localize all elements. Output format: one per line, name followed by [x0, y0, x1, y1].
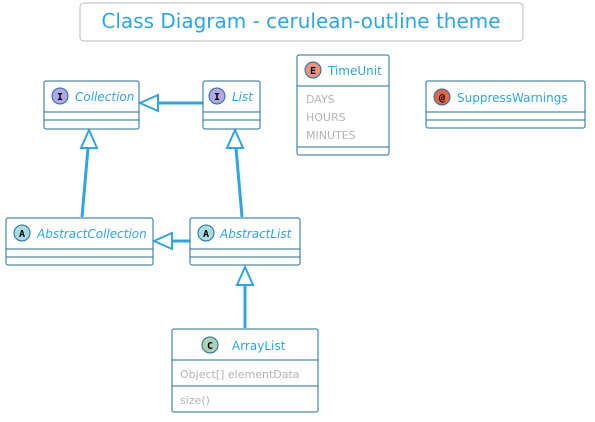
class-box: [296, 54, 390, 156]
interface-badge-icon: [51, 87, 69, 105]
arrowhead-list-collection: [137, 93, 159, 113]
annotation-badge-icon: [433, 88, 451, 106]
edge-abstractlist-list: [234, 147, 244, 218]
arrowhead-arraylist-abstractlist: [235, 264, 255, 286]
relations: [79, 93, 255, 328]
field: Object[] elementData: [180, 368, 300, 381]
class-box: [189, 217, 301, 266]
class-box: [5, 217, 154, 266]
abstract-badge-icon: [13, 224, 31, 242]
class-badge-icon: [201, 336, 219, 354]
edge-abstractcollection-collection: [80, 147, 90, 218]
class-box: [202, 80, 261, 130]
class-box: [425, 80, 586, 129]
title-text: Class Diagram - cerulean-outline theme: [101, 9, 500, 33]
abstract-badge-icon: [197, 224, 215, 242]
badge-letter: A: [203, 229, 209, 240]
enum-value: HOURS: [306, 111, 346, 124]
arrowhead-abstractlist-list: [225, 127, 245, 149]
interface-badge-icon: [208, 87, 226, 105]
class-name: SuppressWarnings: [457, 91, 568, 105]
enum-badge-icon: [304, 61, 322, 79]
badge-letter: A: [19, 229, 25, 240]
enum-value: MINUTES: [306, 129, 356, 142]
class-arraylist[interactable]: C ArrayList Object[] elementData size(): [171, 328, 319, 413]
arrowhead-abstractlist-abstractcollection: [151, 231, 173, 251]
title-frame: [79, 2, 524, 42]
class-abstractcollection[interactable]: A AbstractCollection: [5, 217, 154, 266]
class-name: Collection: [75, 90, 134, 104]
badge-letter: E: [310, 66, 316, 77]
badge-letter: I: [57, 92, 63, 103]
class-timeunit[interactable]: E TimeUnit DAYS HOURS MINUTES: [296, 54, 390, 156]
class-suppresswarnings[interactable]: @ SuppressWarnings: [425, 80, 586, 129]
class-abstractlist[interactable]: A AbstractList: [189, 217, 301, 266]
arrowhead-abstractcollection-collection: [79, 127, 99, 149]
class-collection[interactable]: I Collection: [43, 80, 140, 130]
class-name: List: [232, 90, 254, 104]
class-name: TimeUnit: [327, 64, 382, 78]
diagram-title: Class Diagram - cerulean-outline theme: [79, 2, 524, 42]
badge-letter: @: [439, 93, 445, 104]
class-name: AbstractCollection: [36, 227, 147, 241]
class-name: AbstractList: [219, 227, 293, 241]
class-name: ArrayList: [232, 339, 286, 353]
badge-letter: C: [207, 341, 213, 352]
class-list[interactable]: I List: [202, 80, 261, 130]
method: size(): [180, 394, 210, 407]
badge-letter: I: [214, 92, 220, 103]
enum-value: DAYS: [306, 93, 335, 106]
